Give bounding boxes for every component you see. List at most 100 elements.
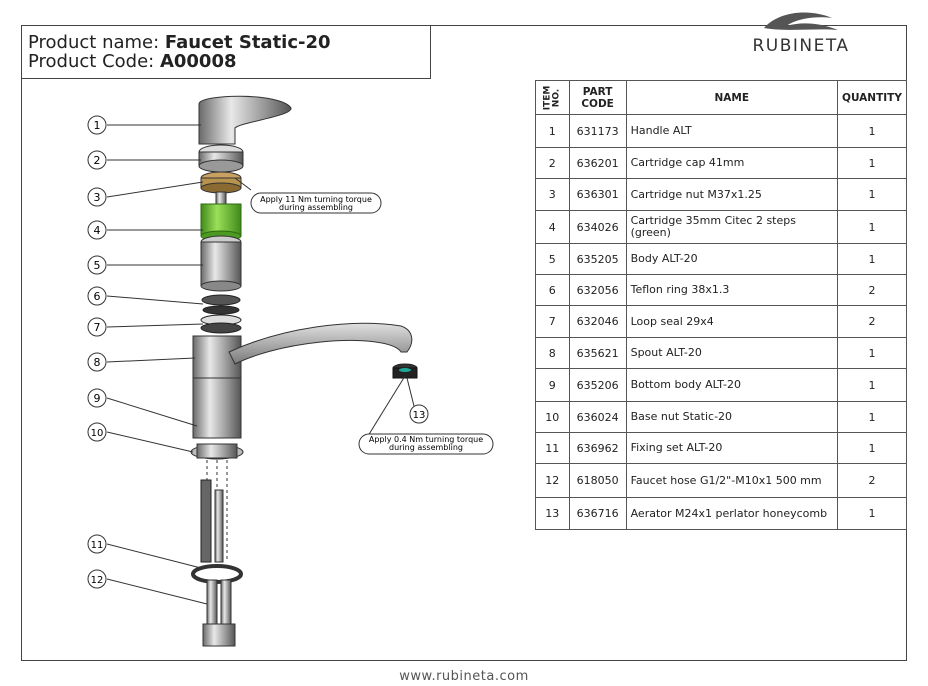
teflon-ring-part — [201, 294, 241, 315]
svg-text:9: 9 — [94, 392, 101, 405]
svg-text:4: 4 — [94, 224, 101, 237]
exploded-view-drawing: 1 2 3 4 5 6 7 8 9 10 11 12 13 Apply 11 N… — [87, 95, 494, 647]
cell-part-code: 636201 — [568, 147, 627, 179]
cell-item: 11 — [535, 432, 570, 464]
cell-quantity: 1 — [837, 114, 907, 148]
svg-text:7: 7 — [94, 321, 101, 334]
svg-text:Apply 0.4 Nm turning torque: Apply 0.4 Nm turning torque — [369, 435, 483, 444]
callout-4: 4 — [87, 220, 107, 240]
product-name-line: Product name: Faucet Static-20 — [28, 33, 331, 53]
cell-quantity: 1 — [837, 178, 907, 211]
handle-part — [198, 95, 292, 145]
callout-8: 8 — [87, 352, 107, 372]
svg-text:13: 13 — [413, 410, 426, 421]
cell-name: Cartridge cap 41mm — [625, 147, 839, 179]
cell-name: Handle ALT — [625, 114, 839, 148]
callout-9: 9 — [87, 388, 107, 408]
cell-quantity: 2 — [837, 305, 907, 338]
cell-item: 10 — [535, 401, 570, 433]
product-code-line: Product Code: A00008 — [28, 52, 237, 72]
cell-quantity: 2 — [837, 274, 907, 306]
cell-quantity: 1 — [837, 243, 907, 275]
callout-6: 6 — [87, 286, 107, 306]
footer-url: www.rubineta.com — [399, 669, 529, 684]
cell-item: 12 — [535, 463, 570, 498]
cell-name: Faucet hose G1/2"-M10x1 500 mm — [625, 463, 839, 498]
cell-name: Teflon ring 38x1.3 — [625, 274, 839, 306]
cell-item: 9 — [535, 368, 570, 402]
cell-part-code: 636024 — [568, 401, 627, 433]
cell-part-code: 636301 — [568, 178, 627, 211]
faucet-hose-part — [202, 579, 236, 647]
base-nut-part — [190, 443, 244, 460]
cell-part-code: 632056 — [568, 274, 627, 306]
svg-text:10: 10 — [91, 428, 104, 439]
cell-name: Base nut Static-20 — [625, 401, 839, 433]
product-name: Faucet Static-20 — [164, 32, 331, 53]
cell-quantity: 1 — [837, 401, 907, 433]
cell-quantity: 1 — [837, 210, 907, 244]
title-box — [21, 25, 431, 79]
cell-quantity: 1 — [837, 337, 907, 369]
svg-text:2: 2 — [94, 154, 101, 167]
cell-name: Aerator M24x1 perlator honeycomb — [625, 497, 839, 530]
cell-item: 1 — [535, 114, 570, 148]
spout-part — [192, 322, 413, 379]
cell-item: 4 — [535, 210, 570, 244]
aerator-torque-note: Apply 0.4 Nm turning torque during assem… — [358, 433, 494, 455]
cartridge-nut-part — [200, 171, 242, 194]
cell-name: Cartridge 35mm Citec 2 steps (green) — [625, 210, 839, 244]
cell-name: Body ALT-20 — [625, 243, 839, 275]
cell-part-code: 635205 — [568, 243, 627, 275]
callout-7: 7 — [87, 317, 107, 337]
svg-text:12: 12 — [91, 575, 104, 586]
cell-item: 13 — [535, 497, 570, 530]
cell-part-code: 636716 — [568, 497, 627, 530]
callout-13: 13 — [409, 404, 429, 424]
cell-item: 6 — [535, 274, 570, 306]
callout-2: 2 — [87, 150, 107, 170]
callout-12: 12 — [87, 569, 107, 589]
cell-item: 3 — [535, 178, 570, 211]
cell-item: 5 — [535, 243, 570, 275]
cell-part-code: 635206 — [568, 368, 627, 402]
cell-part-code: 632046 — [568, 305, 627, 338]
svg-text:during assembling: during assembling — [279, 203, 353, 212]
svg-text:Apply 11 Nm turning torque: Apply 11 Nm turning torque — [260, 195, 372, 204]
cell-quantity: 1 — [837, 497, 907, 530]
cell-part-code: 636962 — [568, 432, 627, 464]
cartridge-cap-part — [198, 144, 244, 173]
cell-quantity: 1 — [837, 368, 907, 402]
document-frame — [21, 25, 907, 661]
product-name-label: Product name: — [28, 32, 165, 53]
cartridge-torque-note: Apply 11 Nm turning torque during assemb… — [250, 192, 382, 214]
callout-11: 11 — [87, 534, 107, 554]
cell-name: Cartridge nut M37x1.25 — [625, 178, 839, 211]
cell-quantity: 2 — [837, 463, 907, 498]
svg-text:11: 11 — [91, 540, 104, 551]
brand-name: RUBINETA — [752, 36, 850, 56]
cell-part-code: 634026 — [568, 210, 627, 244]
svg-text:1: 1 — [94, 119, 101, 132]
aerator-part — [392, 363, 418, 379]
bottom-body-part — [192, 377, 242, 439]
callout-10: 10 — [87, 422, 107, 442]
callout-3: 3 — [87, 187, 107, 207]
svg-text:5: 5 — [94, 259, 101, 272]
cell-part-code: 631173 — [568, 114, 627, 148]
callout-circles: 1 2 3 4 5 6 7 8 9 10 11 12 13 — [87, 115, 429, 589]
col-name: NAME — [625, 80, 839, 115]
body-part — [200, 235, 242, 292]
